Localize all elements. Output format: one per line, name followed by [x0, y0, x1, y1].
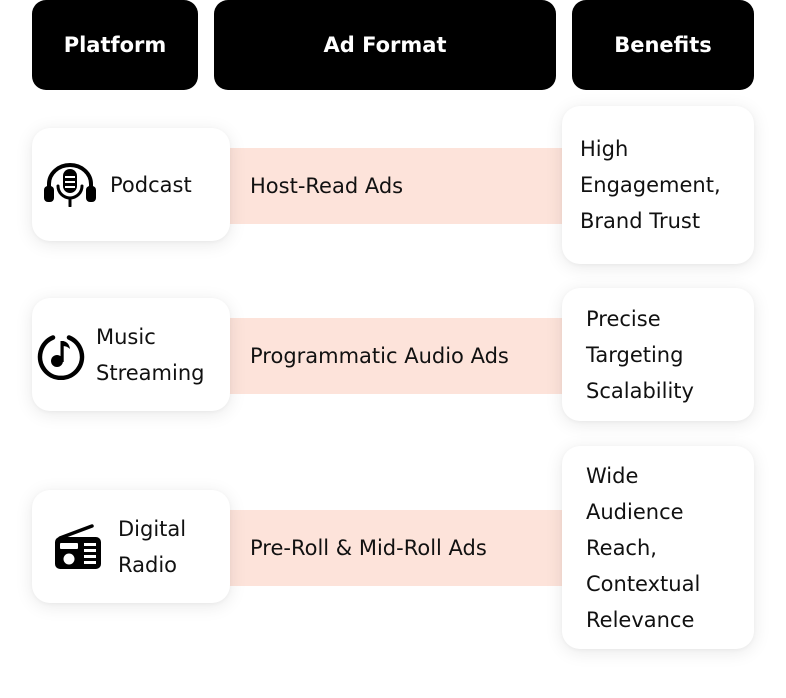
- radio-icon: [54, 523, 102, 570]
- ad-format-band-music-streaming: Programmatic Audio Ads: [228, 318, 564, 394]
- music-note-icon: [36, 330, 86, 380]
- ad-format-label: Host-Read Ads: [250, 174, 404, 198]
- benefit-line: High: [580, 137, 629, 161]
- benefit-line: Wide: [586, 463, 639, 488]
- benefit-card-music-streaming: Precise Targeting Scalability: [562, 288, 754, 421]
- benefit-line: Audience: [586, 499, 684, 524]
- ad-format-band-digital-radio: Pre-Roll & Mid-Roll Ads: [228, 510, 564, 586]
- platform-card-digital-radio: Digital Radio: [32, 490, 230, 603]
- platform-label-line: Digital: [118, 516, 187, 541]
- platform-label-line: Music: [96, 324, 156, 349]
- platform-label: Digital Radio: [118, 511, 186, 583]
- benefit-line: Precise: [586, 306, 661, 331]
- benefit-card-podcast: High Engagement, Brand Trust: [562, 106, 754, 264]
- benefit-text: Precise Targeting Scalability: [586, 301, 694, 409]
- ad-format-label: Pre-Roll & Mid-Roll Ads: [250, 536, 487, 560]
- benefit-text: High Engagement, Brand Trust: [580, 131, 721, 239]
- benefit-line: Brand Trust: [580, 209, 701, 233]
- benefit-line: Scalability: [586, 378, 694, 403]
- podcast-headphones-mic-icon: [42, 162, 98, 207]
- benefit-line: Targeting: [586, 342, 684, 367]
- platform-label: Music Streaming: [96, 319, 204, 391]
- platform-card-music-streaming: Music Streaming: [32, 298, 230, 411]
- benefits-column-header: Benefits: [572, 0, 754, 90]
- benefit-line: Relevance: [586, 607, 695, 632]
- ad-format-column-header: Ad Format: [214, 0, 556, 90]
- ad-format-label: Programmatic Audio Ads: [250, 344, 509, 368]
- benefit-text: Wide Audience Reach, Contextual Relevanc…: [586, 458, 700, 638]
- benefit-card-digital-radio: Wide Audience Reach, Contextual Relevanc…: [562, 446, 754, 649]
- ad-format-band-podcast: Host-Read Ads: [228, 148, 564, 224]
- platform-label-line: Podcast: [110, 172, 192, 197]
- benefit-line: Engagement,: [580, 173, 721, 197]
- platform-column-header: Platform: [32, 0, 198, 90]
- benefit-line: Reach,: [586, 535, 657, 560]
- platform-label: Podcast: [110, 167, 192, 203]
- platform-label-line: Streaming: [96, 360, 205, 385]
- platform-label-line: Radio: [118, 552, 178, 577]
- benefit-line: Contextual: [586, 571, 701, 596]
- platform-card-podcast: Podcast: [32, 128, 230, 241]
